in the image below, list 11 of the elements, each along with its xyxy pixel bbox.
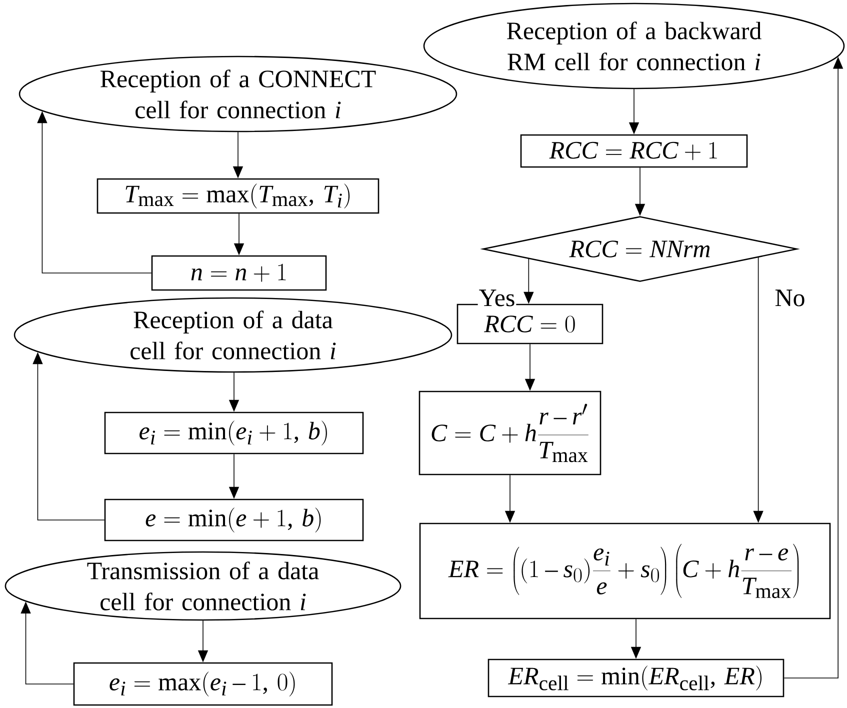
process-box: $C = C + h\frac{r - r'}{T_{\mathrm{max}}}$ xyxy=(418,390,602,476)
process-box: $e_i = \min(e_i + 1,\, b)$ xyxy=(104,412,364,454)
process-box: $e = \min(e + 1,\, b)$ xyxy=(104,498,364,542)
process-box: $e_i = \max(e_i - 1,\, 0)$ xyxy=(73,662,333,706)
process-box: $ER = \left((1 - s_0)\frac{e_i}{e} + s_0\right)\left(C + h\frac{r - e}{T_{\mathrm{max}}}\right)$ xyxy=(419,522,831,620)
process-box: $n = n + 1$ xyxy=(151,255,327,291)
process-box: $T_{\mathrm{max}} = \max(T_{\mathrm{max}},\, T_i)$ xyxy=(96,178,380,214)
edge-label: Yes xyxy=(478,288,516,308)
edge-label: No xyxy=(774,288,806,308)
process-box: $ER_{\mathrm{cell}} = \min(ER_{\mathrm{cell}},\, ER)$ xyxy=(488,658,784,698)
process-box: $RCC = RCC + 1$ xyxy=(520,134,748,168)
